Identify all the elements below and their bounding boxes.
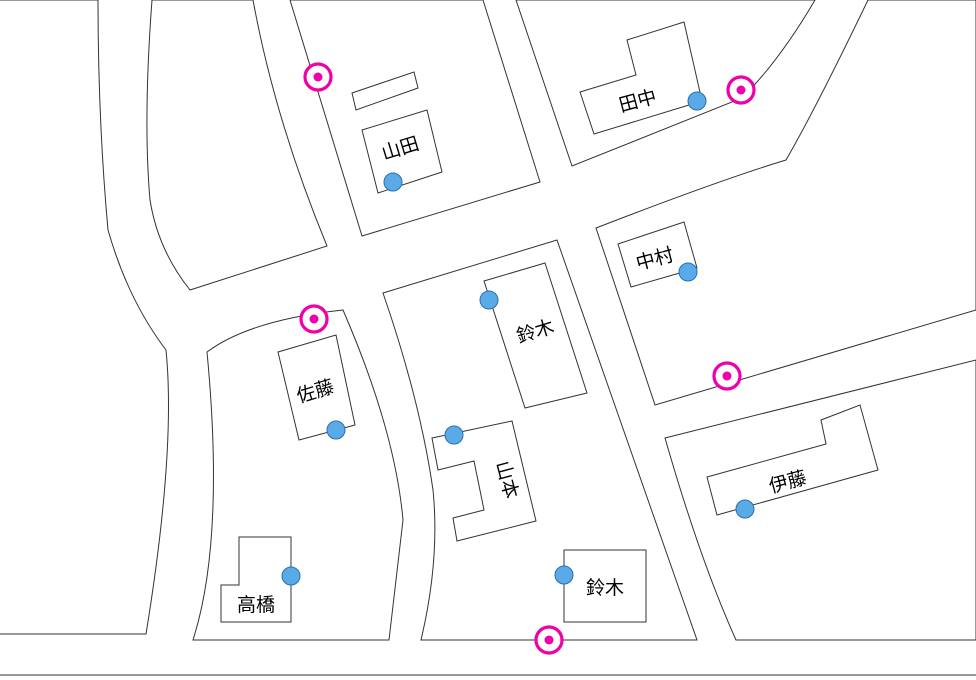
- magenta-target-icon[interactable]: [303, 62, 333, 92]
- building-footprints: [220, 21, 879, 623]
- outbuilding: [351, 71, 419, 111]
- magenta-target-icon[interactable]: [299, 304, 329, 334]
- blue-circle-icon[interactable]: [687, 91, 707, 111]
- blue-circle-icon[interactable]: [678, 262, 698, 282]
- building-sato[interactable]: [277, 334, 356, 441]
- blue-circle-icon[interactable]: [735, 499, 755, 519]
- meter-markers: [281, 91, 755, 586]
- blue-circle-icon[interactable]: [383, 172, 403, 192]
- label-takahashi: 高橋: [237, 594, 275, 616]
- block-far-left: [0, 0, 169, 635]
- building-suzuki-north[interactable]: [483, 262, 588, 409]
- building-suzuki-south[interactable]: [563, 549, 647, 623]
- magenta-target-icon[interactable]: [712, 361, 742, 391]
- block-east-strip: [595, 0, 976, 406]
- blue-circle-icon[interactable]: [479, 290, 499, 310]
- building-takahashi[interactable]: [220, 536, 292, 623]
- block-south-east: [664, 359, 976, 641]
- label-suzuki-south: 鈴木: [586, 577, 624, 599]
- target-markers: [299, 62, 756, 655]
- blue-circle-icon[interactable]: [444, 425, 464, 445]
- block-north-west: [146, 0, 328, 291]
- magenta-target-icon[interactable]: [534, 625, 564, 655]
- building-yamada[interactable]: [361, 109, 443, 194]
- magenta-target-icon[interactable]: [726, 75, 756, 105]
- building-ito[interactable]: [706, 404, 879, 516]
- blue-circle-icon[interactable]: [326, 420, 346, 440]
- blue-circle-icon[interactable]: [554, 565, 574, 585]
- blue-circle-icon[interactable]: [281, 566, 301, 586]
- building-nakamura[interactable]: [617, 221, 698, 288]
- building-yamamoto[interactable]: [431, 420, 537, 542]
- building-tanaka[interactable]: [579, 21, 703, 135]
